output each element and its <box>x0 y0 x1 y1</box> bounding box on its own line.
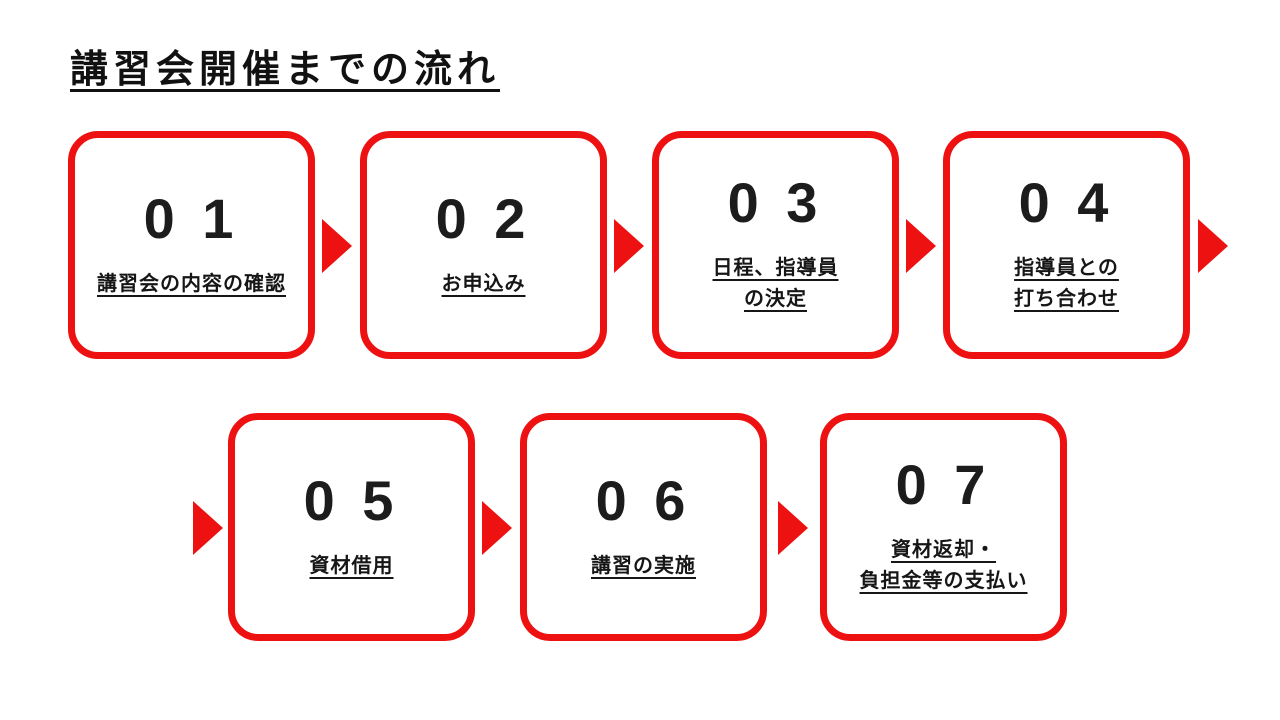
step-label-02: お申込み <box>442 269 526 300</box>
step-label-line: の決定 <box>744 288 807 310</box>
arrow-right-icon <box>1198 219 1228 273</box>
arrow-right-icon <box>778 501 808 555</box>
step-number-03: 0 3 <box>727 171 824 234</box>
arrow-right-icon <box>614 219 644 273</box>
step-label-07: 資材返却・ 負担金等の支払い <box>860 535 1028 597</box>
step-number-01: 0 1 <box>143 186 240 250</box>
arrow-right-icon <box>906 219 936 273</box>
step-number-06: 0 6 <box>595 468 692 532</box>
step-number-07: 0 7 <box>895 453 992 516</box>
step-box-06: 0 6 講習の実施 <box>520 413 767 641</box>
step-label-03: 日程、指導員 の決定 <box>713 253 839 315</box>
step-box-04: 0 4 指導員との 打ち合わせ <box>943 131 1190 359</box>
step-box-02: 0 2 お申込み <box>360 131 607 359</box>
step-label-06: 講習の実施 <box>591 551 696 582</box>
step-box-07: 0 7 資材返却・ 負担金等の支払い <box>820 413 1067 641</box>
step-label-01: 講習会の内容の確認 <box>97 269 286 300</box>
step-label-04: 指導員との 打ち合わせ <box>1014 253 1119 315</box>
step-label-line: 講習会の内容の確認 <box>97 272 286 295</box>
step-label-line: 日程、指導員 <box>712 257 839 279</box>
arrow-right-icon <box>193 501 223 555</box>
step-number-05: 0 5 <box>303 468 400 532</box>
step-label-line: 打ち合わせ <box>1014 288 1119 310</box>
page-title: 講習会開催までの流れ <box>70 49 501 91</box>
step-label-line: 講習の実施 <box>591 554 696 577</box>
step-label-line: 資材返却・ <box>891 539 996 561</box>
arrow-right-icon <box>322 219 352 273</box>
arrow-right-icon <box>482 501 512 555</box>
step-label-line: 指導員との <box>1014 257 1119 279</box>
step-box-03: 0 3 日程、指導員 の決定 <box>652 131 899 359</box>
step-number-04: 0 4 <box>1018 171 1115 234</box>
step-number-02: 0 2 <box>435 186 532 250</box>
step-label-line: 負担金等の支払い <box>859 570 1028 592</box>
step-box-01: 0 1 講習会の内容の確認 <box>68 131 315 359</box>
step-label-line: お申込み <box>441 272 526 295</box>
step-label-line: 資材借用 <box>309 554 394 577</box>
step-label-05: 資材借用 <box>310 551 394 582</box>
step-box-05: 0 5 資材借用 <box>228 413 475 641</box>
